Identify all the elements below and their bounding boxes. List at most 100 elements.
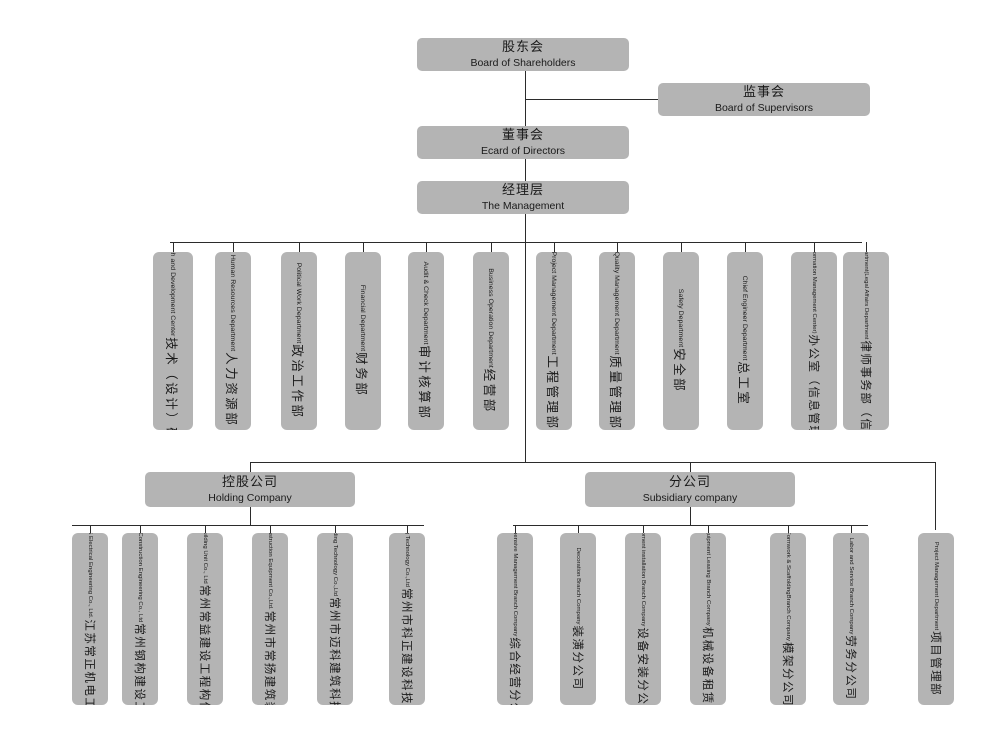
node-department-0[interactable]: 技术（设计）研究开发中心Technology(Design)Research a… [153,252,193,430]
node-department-10[interactable]: 办公室（信息管理中心）General Office(Information Ma… [791,252,837,430]
node-label-cn: 常州市科正建设科技有限责任公司 [400,588,412,705]
node-label-cn: 设备安装分公司 [636,627,648,705]
node-label-en: Comprehensive Management Branch Company [512,533,518,637]
connector-holding-stem-0 [90,525,91,533]
connector-drop-holding [250,462,251,472]
node-board-of-shareholders[interactable]: 股东会 Board of Shareholders [417,38,629,71]
node-label-en: Project Management Department [933,541,939,631]
node-label-cn: 综合经营分公司 [508,637,520,705]
node-label-en: Decoration Branch Company [575,547,581,625]
node-label-en: Board of Shareholders [470,56,576,69]
node-label-cn: 常州市迈科建筑科技有限公司 [328,597,340,705]
node-subsidiary-company[interactable]: 分公司 Subsidiary company [585,472,795,507]
node-label-cn: 工程管理部 [545,355,560,430]
node-label-en: Board of Supervisors [714,101,814,114]
node-label-cn: 人力资源部 [224,352,239,428]
node-label-cn: 常州市常扬建筑装备有限公司 [263,610,275,705]
node-label-cn: 劳务分公司 [844,635,856,701]
node-label-en: Holding Company [208,491,292,504]
node-label-en: Ecard of Directors [480,144,566,157]
node-label-en: Formwork & ScaffoldingBranch Company [785,533,791,641]
node-the-management[interactable]: 经理层 The Management [417,181,629,214]
connector-holding-stem-4 [335,525,336,533]
node-label-en: Audit & Check Department [422,261,430,345]
node-label-cn: 经理层 [501,182,544,197]
node-label-cn: 董事会 [501,127,544,142]
node-label-en: Changzhou Changyi Building Unit Co., Ltd [202,533,208,584]
connector-holding-bus [72,525,424,526]
node-holding-company-5[interactable]: 常州市科正建设科技有限责任公司Changzhou Kezheng Buildin… [389,533,425,705]
connector-drop-standalone [935,462,936,530]
node-label-cn: 技术（设计）研究开发中心 [164,337,179,430]
node-board-of-supervisors[interactable]: 监事会 Board of Supervisors [658,83,870,116]
node-label-cn: 办公室（信息管理中心） [807,334,819,430]
node-label-en: The Management [481,199,565,212]
node-label-cn: 总工室 [736,361,751,407]
connector-subsidiary-stem-2 [643,525,644,533]
node-label-en: Changzhou Steel Structure Construction E… [137,533,143,623]
node-label-cn: 安全部 [672,348,687,394]
node-holding-company-2[interactable]: 常州常益建设工程构件有限公司Changzhou Changyi Building… [187,533,223,705]
node-department-11[interactable]: 律师事务部（信用管理部）Credit Management Department… [843,252,889,430]
node-label-en: Changzhou Changyang Construction Equipme… [267,533,273,610]
connector-management-trunk [525,212,526,462]
node-label-en: Mechanical Equipment Leasing Branch Comp… [705,533,711,626]
connector-directors-management [525,157,526,182]
connector-dept-stem-7 [617,242,618,252]
node-label-cn: 律师事务部（信用管理部） [859,340,871,430]
node-label-cn: 项目管理部 [929,631,941,697]
node-label-cn: 质量管理部 [608,355,623,430]
connector-dept-stem-11 [866,242,867,252]
node-label-en: Changzhou Kezheng Building Technology Co… [404,533,410,587]
connector-subsidiary-stem [690,507,691,525]
node-holding-company[interactable]: 控股公司 Holding Company [145,472,355,507]
node-label-cn: 控股公司 [221,474,278,489]
connector-dept-stem-2 [299,242,300,252]
connector-dept-stem-4 [426,242,427,252]
connector-subsidiary-stem-3 [708,525,709,533]
connector-department-bus [170,242,862,243]
node-label-cn: 模架分公司 [781,641,793,705]
node-label-en: Safety Department [677,288,685,348]
connector-subsidiary-stem-1 [578,525,579,533]
node-label-en: Changzhou Maike Building Technology Co.,… [332,533,338,597]
node-label-en: Project Management Department [550,252,558,355]
node-label-cn: 分公司 [668,474,711,489]
connector-drop-subsidiary [690,462,691,472]
node-label-cn: 机械设备租赁分公司 [701,626,713,705]
connector-supervisors-link [525,99,658,100]
node-label-en: Quality Management Department [613,252,621,355]
node-label-en: Labor and Service Branch Company [848,537,854,635]
connector-dept-stem-0 [173,242,174,252]
node-label-en: Political Work Department [295,262,303,344]
node-label-cn: 经营部 [482,368,497,414]
node-board-of-directors[interactable]: 董事会 Ecard of Directors [417,126,629,159]
node-label-en: Subsidiary company [642,491,738,504]
connector-dept-stem-8 [681,242,682,252]
connector-holding-stem-3 [270,525,271,533]
node-label-en: Business Operation Department [487,268,495,368]
connector-dept-stem-5 [491,242,492,252]
node-label-cn: 常州常益建设工程构件有限公司 [198,584,210,705]
